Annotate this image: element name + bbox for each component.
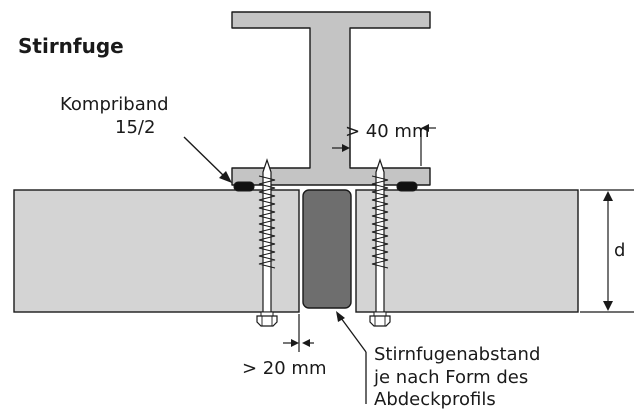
joint-leader-arrow [336,311,367,404]
right-panel [355,189,579,313]
sealing-tape-right [396,181,418,192]
dimension-20mm [283,314,314,352]
fastener-screw-left [256,158,278,327]
left-panel [13,189,300,313]
cover-profile [302,189,352,309]
dimension-thickness-d [580,189,634,313]
dimension-label-20mm: > 20 mm [242,358,327,379]
steel-i-beam [231,11,431,186]
fastener-screw-right [369,158,391,327]
joint-description-line-3: Abdeckprofils [374,389,496,410]
joint-description-line-2: je nach Form des [373,367,528,388]
kompriband-leader-arrow [183,136,232,183]
dimension-40mm [332,124,436,166]
kompriband-label: Kompriband [60,94,169,115]
sealing-tape-left [233,181,255,192]
drawing-title: Stirnfuge [18,34,124,58]
joint-description-line-1: Stirnfugenabstand [374,344,540,365]
dimension-label-40mm: > 40 mm [345,121,430,142]
thickness-label: d [614,240,625,261]
kompriband-size-label: 15/2 [115,117,155,138]
